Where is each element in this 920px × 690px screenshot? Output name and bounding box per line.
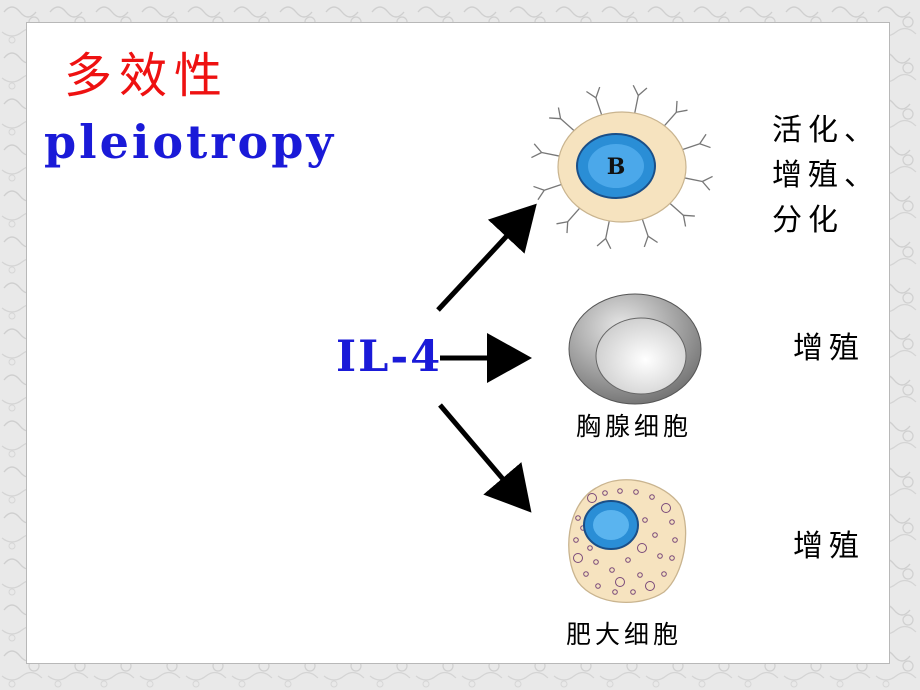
b-cell-nucleus-label: B	[607, 154, 626, 180]
receptor-stem	[595, 97, 603, 116]
receptor-stem	[634, 95, 639, 114]
receptor-stem	[560, 118, 575, 132]
receptor-arm	[533, 143, 543, 153]
receptor-stem	[544, 183, 562, 191]
granule	[583, 571, 589, 577]
receptor-arm	[675, 100, 678, 113]
receptor-arm	[699, 143, 711, 149]
granule	[575, 515, 581, 521]
receptor-arm	[596, 238, 607, 247]
granule	[657, 553, 663, 559]
receptor-arm	[683, 214, 695, 217]
granule	[630, 589, 636, 595]
receptor-arm	[549, 117, 561, 120]
mast-cell-caption: 肥大细胞	[566, 620, 683, 649]
receptor-stem	[567, 207, 581, 223]
receptor-arm	[557, 107, 562, 119]
mast-cell-icon	[568, 479, 687, 603]
granule	[587, 493, 597, 503]
granule	[652, 532, 658, 538]
slide-panel	[26, 22, 890, 664]
receptor-arm	[537, 189, 545, 201]
receptor-stem	[641, 218, 649, 237]
granule	[633, 489, 639, 495]
granule	[661, 571, 667, 577]
receptor-stem	[663, 111, 677, 127]
receptor-arm	[586, 90, 597, 99]
receptor-arm	[647, 235, 658, 244]
granule	[672, 537, 678, 543]
granule	[573, 537, 579, 543]
receptor-arm	[676, 109, 688, 113]
receptor-arm	[605, 238, 612, 250]
granule	[642, 517, 648, 523]
receptor-stem	[682, 143, 700, 151]
granule	[612, 589, 618, 595]
granule	[587, 545, 593, 551]
b-cell-effect-line: 活化、	[772, 113, 880, 148]
mast-cell-effect: 增殖	[793, 529, 865, 564]
b-cell-effects: 活化、 增殖、 分化	[772, 108, 880, 243]
granule	[609, 567, 615, 573]
receptor-arm	[632, 84, 639, 96]
b-cell-effect-line: 增殖、	[772, 158, 880, 193]
arrow-to-b-cell	[436, 203, 537, 312]
receptor-stem	[605, 220, 610, 239]
granule	[649, 494, 655, 500]
granule	[645, 581, 655, 591]
receptor-arm	[699, 133, 707, 145]
thymocyte-caption: 胸腺细胞	[576, 412, 693, 441]
granule	[602, 490, 608, 496]
receptor-arm	[533, 185, 545, 191]
granule	[637, 572, 643, 578]
receptor-stem	[669, 202, 684, 216]
granule	[625, 557, 631, 563]
granule	[661, 503, 671, 513]
slide-title-english: pleiotropy	[44, 115, 337, 169]
granule	[669, 555, 675, 561]
granule	[617, 488, 623, 494]
receptor-arm	[637, 87, 648, 96]
cytokine-label: IL-4	[336, 332, 442, 382]
granule	[573, 553, 583, 563]
receptor-arm	[702, 175, 713, 183]
receptor-arm	[556, 221, 568, 225]
receptor-arm	[701, 181, 711, 191]
receptor-arm	[531, 151, 542, 159]
receptor-stem	[684, 177, 703, 183]
thymocyte-icon	[568, 293, 702, 405]
b-cell-icon: B	[531, 84, 713, 250]
granule	[637, 543, 647, 553]
slide-title-chinese: 多效性	[64, 48, 230, 104]
b-cell-effect-line: 分化	[772, 203, 844, 238]
granule	[593, 559, 599, 565]
granule	[669, 519, 675, 525]
granule	[595, 583, 601, 589]
granule	[615, 577, 625, 587]
receptor-arm	[595, 86, 601, 99]
receptor-arm	[566, 221, 569, 234]
receptor-arm	[682, 215, 687, 227]
receptor-stem	[541, 151, 560, 157]
thymocyte-effect: 增殖	[793, 331, 865, 366]
arrow-to-mast-cell	[438, 403, 532, 513]
receptor-arm	[643, 235, 649, 248]
